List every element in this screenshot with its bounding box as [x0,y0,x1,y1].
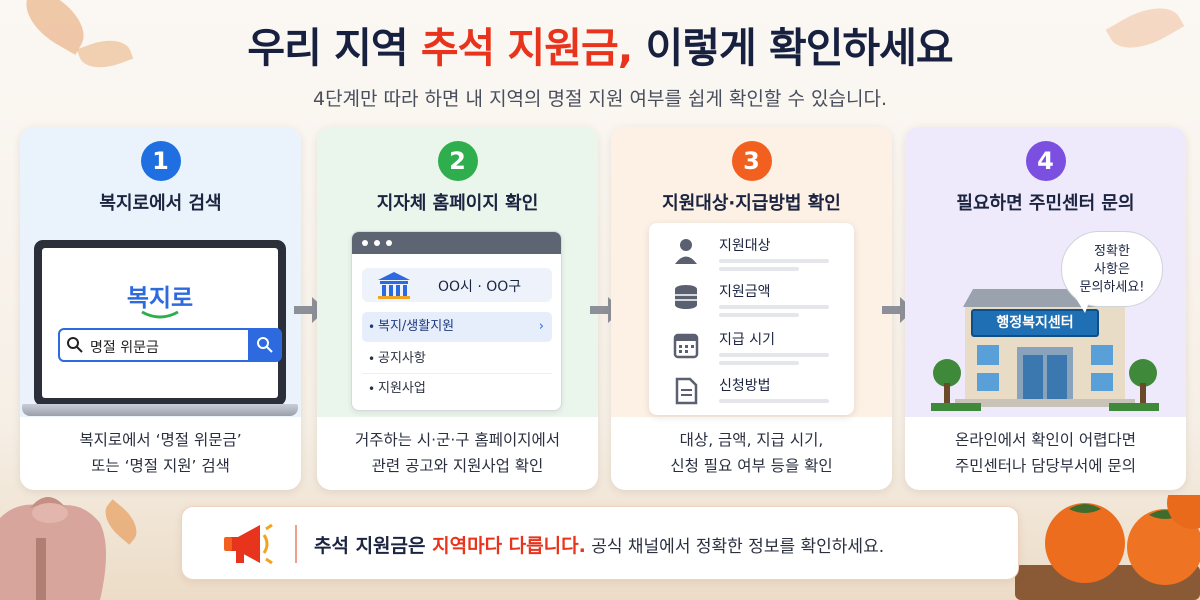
step-title: 지원대상·지급방법 확인 [662,193,841,214]
browser-title-bar [352,232,561,254]
step-description-line: 또는 ‘명절 지원’ 검색 [91,457,230,475]
browser-window-illustration: OO시 · OO구 •복지/생활지원› •공지사항 •지원사업 [351,231,562,411]
search-query-text: 명절 위문금 [90,340,159,356]
step-number-badge: 4 [1025,141,1066,181]
community-center-sign: 행정복지센터 [971,309,1099,337]
step-description-line: 신청 필요 여부 등을 확인 [670,457,833,475]
search-button[interactable] [248,328,282,362]
step-description: 대상, 금액, 지급 시기, 신청 필요 여부 등을 확인 [611,427,892,479]
city-header: OO시 · OO구 [362,268,552,302]
speech-bubble-line: 사항은 [1094,262,1130,277]
step-description-line: 관련 공고와 지원사업 확인 [371,457,544,475]
info-item-amount: 지원금액 [649,279,854,325]
info-item-target: 지원대상 [649,233,854,279]
step-title: 필요하면 주민센터 문의 [956,193,1135,214]
menu-item-support-program[interactable]: •지원사업 [368,381,426,396]
speech-bubble-tail [1075,297,1091,313]
search-icon [257,337,273,353]
city-name: OO시 · OO구 [438,279,522,295]
page-subtitle: 4단계만 따라 하면 내 지역의 명절 지원 여부를 쉽게 확인할 수 있습니다… [312,88,887,110]
step-description-line: 거주하는 시·군·구 홈페이지에서 [354,431,561,449]
bokjiro-logo: 복지로 [126,284,194,312]
info-item-method: 신청방법 [649,373,854,419]
step-title: 복지로에서 검색 [99,193,222,214]
menu-item-notice[interactable]: •공지사항 [362,344,552,374]
banner-divider [295,525,297,563]
menu-item-welfare[interactable]: •복지/생활지원› [362,312,552,342]
search-icon [67,337,83,353]
step-card-4: 4 필요하면 주민센터 문의 행정복지센터 정확한 사항은 문의하세요! 온라인… [905,127,1186,490]
step-description-line: 온라인에서 확인이 어렵다면 [955,431,1136,449]
bojagi-gift-bundle-decoration [0,478,112,600]
step-number-badge: 3 [731,141,772,181]
info-item-schedule: 지급 시기 [649,327,854,373]
info-checklist-panel: 지원대상 지원금액 지급 시기 신청방법 [649,223,854,415]
step-number-badge: 2 [437,141,478,181]
logo-smile-mark [141,310,179,319]
step-description-line: 대상, 금액, 지급 시기, [679,431,824,449]
speech-bubble-line: 정확한 [1094,244,1130,259]
laptop-screen: 복지로 명절 위문금 [42,248,282,398]
speech-bubble-line: 문의하세요! [1079,280,1145,295]
step-number-badge: 1 [140,141,181,181]
speech-bubble: 정확한 사항은 문의하세요! [1061,231,1163,307]
search-input[interactable]: 명절 위문금 [58,328,258,362]
megaphone-icon [224,523,273,565]
calendar-icon [673,333,699,359]
city-hall-icon [378,272,410,299]
persimmon-decoration [1015,477,1200,600]
step-card-2: 2 지자체 홈페이지 확인 OO시 · OO구 •복지/생활지원› •공지사항 … [317,127,598,490]
coins-icon [675,285,697,309]
notice-banner: 추석 지원금은 지역마다 다릅니다. 공식 채널에서 정확한 정보를 확인하세요… [181,506,1019,580]
step-card-3: 3 지원대상·지급방법 확인 지원대상 지원금액 지급 시기 신청방법 대상, … [611,127,892,490]
step-description-line: 주민센터나 담당부서에 문의 [955,457,1136,475]
step-description-line: 복지로에서 ‘명절 위문금’ [79,431,242,449]
document-icon [675,377,698,405]
banner-message: 추석 지원금은 지역마다 다릅니다. 공식 채널에서 정확한 정보를 확인하세요… [314,535,885,557]
step-description: 거주하는 시·군·구 홈페이지에서 관련 공고와 지원사업 확인 [317,427,598,479]
person-icon [675,239,697,264]
page-title: 우리 지역 추석 지원금, 이렇게 확인하세요 [247,24,953,72]
laptop-base [22,404,298,416]
laptop-illustration: 복지로 명절 위문금 [34,240,286,406]
step-description: 온라인에서 확인이 어렵다면 주민센터나 담당부서에 문의 [905,427,1186,479]
step-description: 복지로에서 ‘명절 위문금’ 또는 ‘명절 지원’ 검색 [20,427,301,479]
step-title: 지자체 홈페이지 확인 [376,193,539,214]
step-card-1: 1 복지로에서 검색 복지로 명절 위문금 복지로에서 ‘명절 위문금’ 또는 … [20,127,301,490]
chevron-right-icon: › [538,319,544,334]
